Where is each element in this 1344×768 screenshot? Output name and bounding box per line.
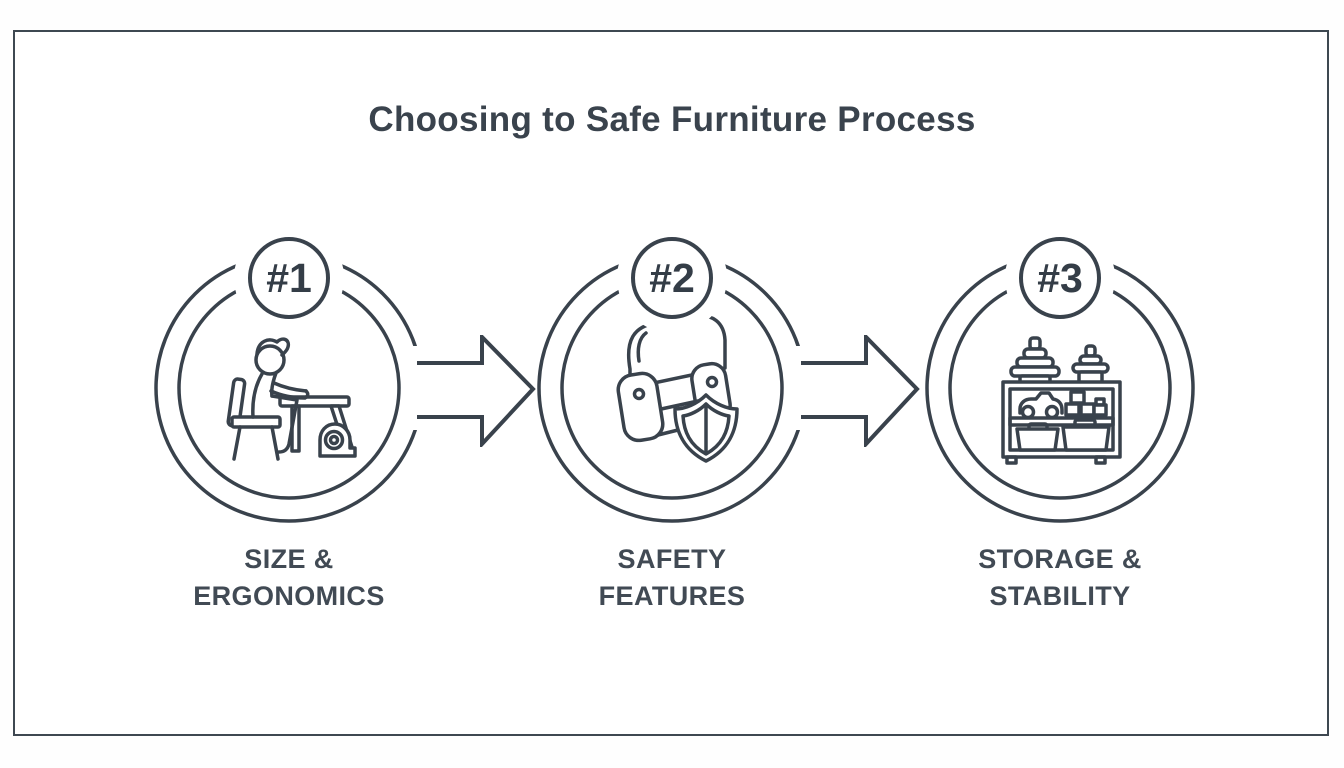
step-1-label: SIZE & ERGONOMICS xyxy=(193,544,385,611)
step-2-badge-circle xyxy=(631,237,713,319)
page-title: Choosing to Safe Furniture Process xyxy=(368,100,976,139)
step-3: #3 xyxy=(910,228,1210,528)
step-1-graphic: #1 xyxy=(154,228,439,523)
toy-storage-shelf-icon xyxy=(1001,336,1122,465)
step-2-badge-number: #2 xyxy=(649,255,695,301)
step-2-graphic: #2 xyxy=(537,228,822,523)
armchair-with-shield-icon xyxy=(616,313,739,463)
step-3-label: STORAGE & STABILITY xyxy=(978,544,1142,611)
step-3-badge-number: #3 xyxy=(1037,255,1083,301)
step-3-badge-circle xyxy=(1019,237,1101,319)
step-2-label: SAFETY FEATURES xyxy=(598,544,746,611)
step-3-graphic: #3 xyxy=(925,228,1195,523)
step-1-badge-circle xyxy=(248,237,330,319)
child-at-desk-measuring-tape-icon xyxy=(226,337,357,461)
step-2: #2 xyxy=(522,228,822,528)
step-1: #1 xyxy=(139,228,439,528)
step-1-badge-number: #1 xyxy=(266,255,312,301)
right-arrow-icon xyxy=(417,335,536,447)
right-arrow-icon xyxy=(801,335,920,447)
